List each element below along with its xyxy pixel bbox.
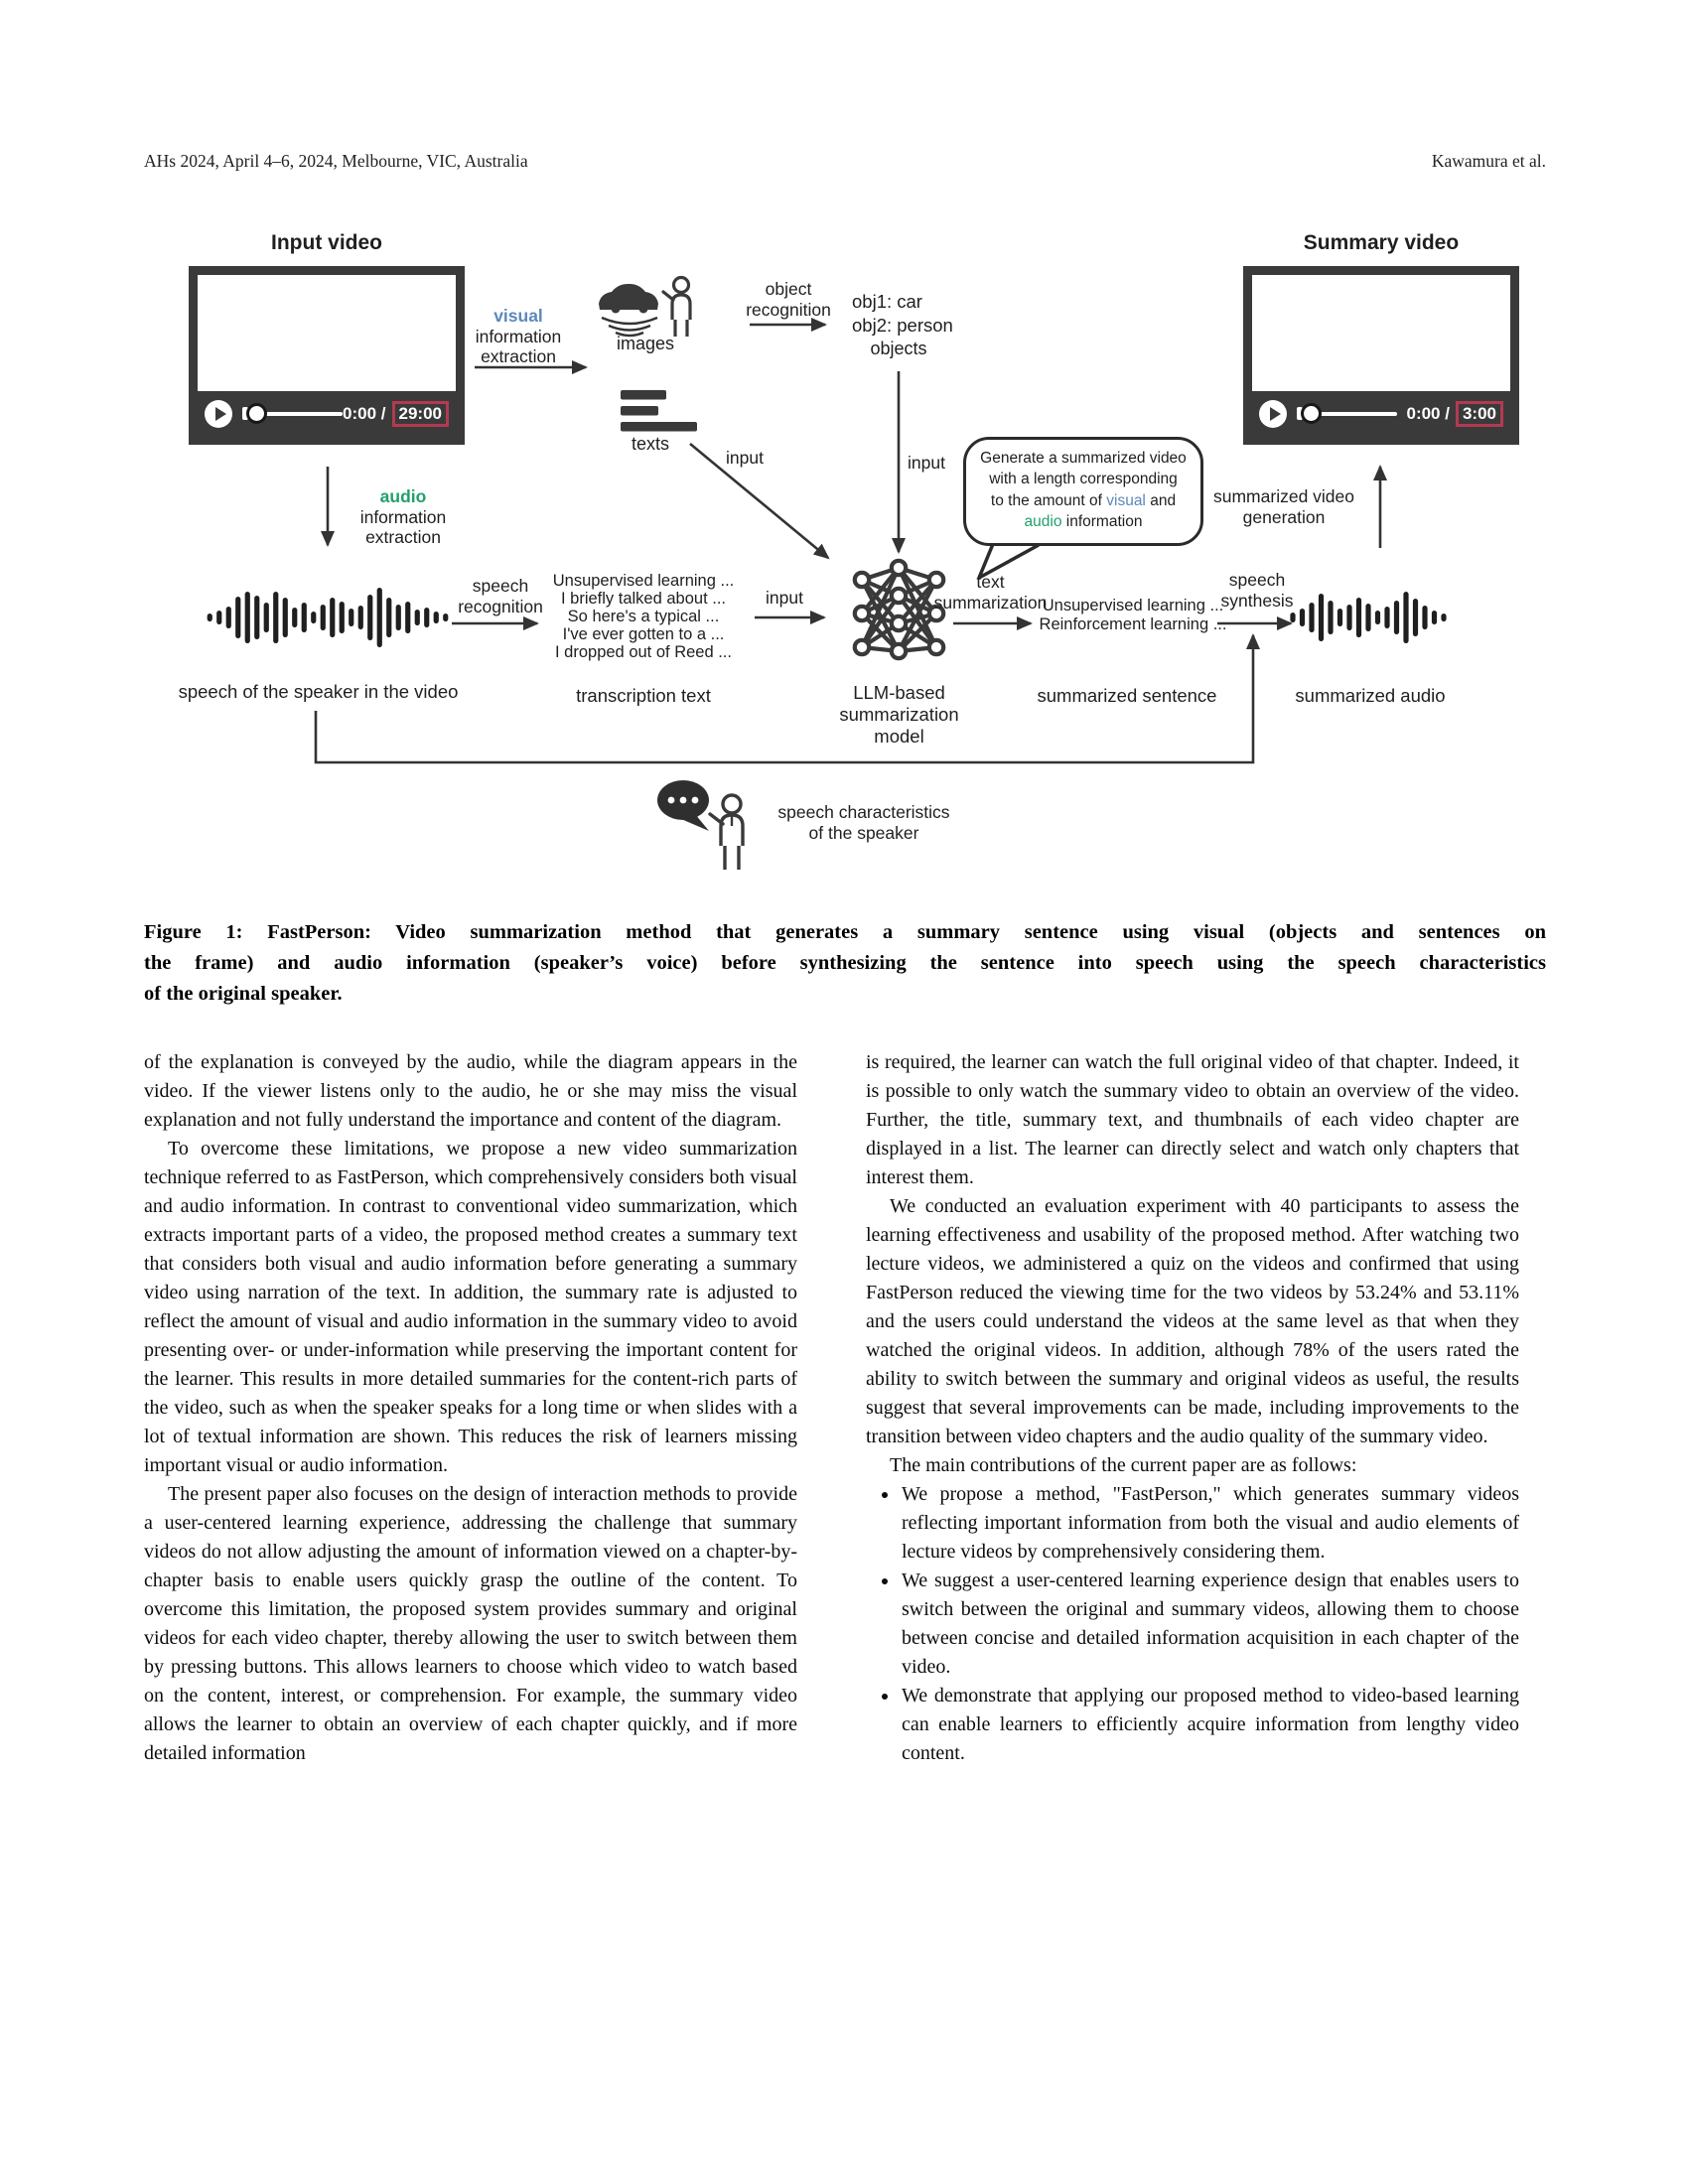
speech-synthesis-label: speech synthesis bbox=[1220, 570, 1294, 611]
paragraph: is required, the learner can watch the f… bbox=[866, 1051, 1519, 1188]
input-video-time: 0:00 / 29:00 bbox=[343, 400, 449, 427]
conference-info: AHs 2024, April 4–6, 2024, Melbourne, VI… bbox=[144, 151, 528, 171]
objects-label: objects bbox=[870, 339, 927, 358]
seek-track bbox=[265, 411, 343, 416]
paragraph: of the explanation is conveyed by the au… bbox=[144, 1051, 797, 1131]
right-column: is required, the learner can watch the f… bbox=[866, 1048, 1519, 1768]
prompt-speech-bubble: Generate a summarized video with a lengt… bbox=[963, 437, 1203, 546]
seek-knob bbox=[246, 403, 267, 424]
summarized-audio-waveform-icon bbox=[1290, 592, 1447, 643]
input-video-duration: 29:00 bbox=[391, 400, 449, 427]
neural-network-icon bbox=[852, 558, 946, 661]
paragraph: The present paper also focuses on the de… bbox=[144, 1483, 797, 1764]
figure-1-caption: Figure 1: FastPerson: Video summarizatio… bbox=[144, 921, 1546, 1005]
seek-knob bbox=[1301, 403, 1322, 424]
objects-list: obj1: car obj2: person bbox=[852, 291, 953, 337]
car-icon bbox=[599, 284, 658, 338]
summarized-sentence-label: summarized sentence bbox=[1037, 685, 1217, 706]
input-video-title: Input video bbox=[271, 231, 382, 254]
paragraph: The main contributions of the current pa… bbox=[890, 1454, 1357, 1476]
authors-short: Kawamura et al. bbox=[1431, 151, 1546, 171]
visual-extraction-label: visual information extraction bbox=[475, 306, 562, 367]
summarized-sentence-lines: Unsupervised learning ... Reinforcement … bbox=[1039, 597, 1227, 633]
summarized-video-generation-label: summarized video generation bbox=[1213, 486, 1354, 527]
seek-track bbox=[1320, 411, 1397, 416]
speech-bubble-dots-icon bbox=[657, 780, 709, 831]
input-label-transcription: input bbox=[766, 588, 803, 608]
speech-waveform-icon bbox=[207, 588, 449, 647]
person-icon bbox=[661, 275, 692, 337]
summary-video-controls: 0:00 / 3:00 bbox=[1252, 391, 1510, 436]
object-recognition-label: object recognition bbox=[746, 279, 831, 320]
play-button-icon bbox=[1259, 399, 1287, 428]
summary-video-screen bbox=[1252, 275, 1510, 391]
page-header: AHs 2024, April 4–6, 2024, Melbourne, VI… bbox=[144, 151, 1546, 172]
paragraph: We conducted an evaluation experiment wi… bbox=[866, 1195, 1519, 1447]
texts-label: texts bbox=[631, 434, 669, 454]
speaker-person-icon bbox=[708, 793, 745, 870]
summarized-audio-label: summarized audio bbox=[1295, 685, 1446, 706]
input-video-player: 0:00 / 29:00 bbox=[189, 266, 465, 445]
flow-arrows bbox=[314, 318, 1387, 764]
transcription-lines: Unsupervised learning ... I briefly talk… bbox=[552, 572, 735, 661]
list-item: We demonstrate that applying our propose… bbox=[900, 1682, 1519, 1768]
list-item: We suggest a user-centered learning expe… bbox=[900, 1567, 1519, 1682]
texts-icon bbox=[621, 390, 697, 432]
input-video-screen bbox=[198, 275, 456, 391]
speech-recognition-label: speech recognition bbox=[458, 576, 543, 616]
paragraph: To overcome these limitations, we propos… bbox=[144, 1138, 797, 1476]
speech-bubble-tail bbox=[977, 543, 1040, 580]
list-item: We propose a method, "FastPerson," which… bbox=[900, 1480, 1519, 1567]
summary-video-player: 0:00 / 3:00 bbox=[1243, 266, 1519, 445]
summary-video-duration: 3:00 bbox=[1455, 400, 1503, 427]
speech-of-speaker-label: speech of the speaker in the video bbox=[178, 681, 459, 702]
contributions-list: We propose a method, "FastPerson," which… bbox=[866, 1480, 1519, 1768]
images-label: images bbox=[616, 334, 675, 353]
speech-characteristics-label: speech characteristics of the speaker bbox=[777, 802, 950, 843]
play-button-icon bbox=[205, 399, 232, 428]
llm-label: LLM-based summarization model bbox=[839, 682, 959, 748]
seek-tick bbox=[242, 407, 248, 420]
transcription-text-label: transcription text bbox=[576, 685, 711, 706]
summary-video-time: 0:00 / 3:00 bbox=[1406, 400, 1503, 427]
seek-tick bbox=[1297, 407, 1303, 420]
input-label-texts: input bbox=[726, 448, 764, 468]
input-label-objects: input bbox=[908, 453, 945, 473]
summary-video-title: Summary video bbox=[1303, 231, 1460, 254]
input-video-controls: 0:00 / 29:00 bbox=[198, 391, 456, 436]
audio-extraction-label: audio information extraction bbox=[359, 486, 447, 548]
text-summarization-label: text summarization bbox=[933, 572, 1048, 613]
left-column: of the explanation is conveyed by the au… bbox=[144, 1048, 797, 1768]
